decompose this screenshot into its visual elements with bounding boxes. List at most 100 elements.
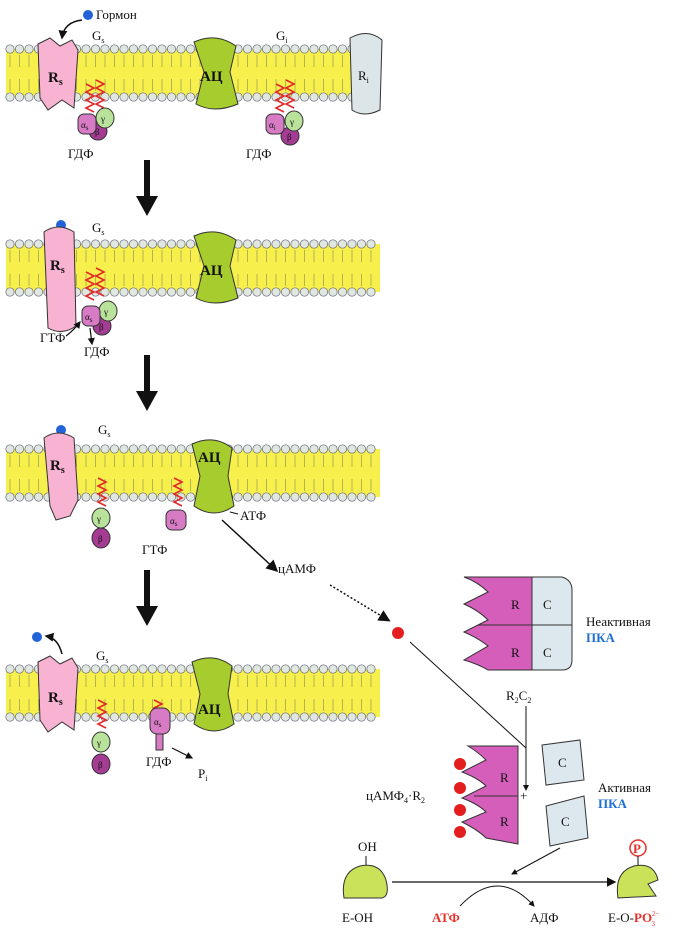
receptor-rs [43,226,77,332]
gs-lipid-anchor-1 [96,477,108,507]
alpha-lipid-anchor [172,477,184,507]
bound-camp [454,782,466,794]
gs-label: Gs [92,28,105,45]
alpha-s-subunit [165,509,187,531]
pka-r-label-1: R [511,597,520,612]
inactive-pka-label: ПКА [586,630,616,645]
e-oh-label: E-OH [342,910,373,925]
pka-section: R R C C Неактивная ПКА R2C2 R R цАМФ4·R2… [342,576,660,928]
gamma-subunit [95,107,115,129]
receptor-ri-label: Ri [358,68,370,85]
gs-lipid-anchor-1 [96,699,108,729]
beta-label: β [99,322,104,332]
alpha-s-subunit [81,305,101,327]
gamma-subunit [98,300,118,322]
r2c2-label: R2C2 [506,688,531,705]
free-catalytic-subunit-1 [541,739,585,786]
hormone-release-arrow [44,632,63,655]
receptor-rs-label: Rs [50,258,65,276]
gamma-subunit [91,731,111,753]
gs-lipid-anchor-2 [94,267,106,297]
panel-4-termination: Rs Gs γ β αs ГДФ Pi АЦ [32,632,235,783]
free-catalytic-subunit-2 [545,795,589,847]
pka-regulatory-subunits [462,576,533,671]
receptor-rs-label: Rs [48,690,63,708]
bound-camp [454,758,466,770]
gi-lipid-anchor-1 [274,83,286,113]
gtp-label: ГТФ [142,542,167,557]
alpha-i-subunit [265,113,285,135]
pka-c-label-1: C [543,597,552,612]
gs-lipid-anchor-1 [84,271,96,301]
gs-lipid-anchor-1 [84,83,96,113]
hormone-icon [83,10,93,20]
alpha-s-label: αs [170,516,178,528]
gamma-label: γ [289,117,294,127]
ac-label: АЦ [200,69,223,85]
adenylate-cyclase [191,439,235,514]
receptor-ri [349,33,383,115]
camp-molecule [392,627,404,639]
gdp-label: ГДФ [146,754,172,769]
pi-release-arrow [171,747,194,759]
gi-label: Gi [276,28,288,45]
gdp-label: ГДФ [246,146,272,161]
camp-diffusion-arrow [329,584,391,622]
atp-adp-arc [459,885,535,907]
camp-production-arrow [221,519,279,573]
step-arrows [136,160,158,626]
alpha-s-label: αs [154,717,162,729]
active-pka-label: ПКА [598,796,628,811]
pka-catalytic-subunits [531,576,573,671]
ac-label: АЦ [200,263,223,279]
gamma-subunit [284,110,304,132]
r2-r-label-1: R [500,770,509,785]
active-label: Активная [598,780,651,795]
adenylate-cyclase [193,37,239,110]
free-c-label-2: C [561,814,570,829]
receptor-rs-label: Rs [50,458,65,476]
gamma-label: γ [100,114,105,124]
gs-label: Gs [98,422,111,439]
hormone-binding-arrow [58,19,83,40]
adenylate-cyclase [191,657,235,732]
gtp-in-arrow [65,321,81,337]
free-c-label-1: C [558,755,567,770]
panel-2-hormone-bound: Rs Gs β γ αs ГТФ ГДФ АЦ [40,220,239,359]
gs-label: Gs [96,648,109,665]
phosphate-badge-label: P [633,841,641,856]
gi-lipid-anchor-2 [284,79,296,109]
hormone-icon [32,632,42,642]
atp-membrane-label: АТФ [240,508,266,523]
oh-label: OH [358,839,377,854]
phosphorylated-protein [616,864,659,899]
alpha-s-label: αs [85,312,93,324]
beta-subunit [91,527,111,549]
catalysis-arrow [511,847,561,875]
gamma-subunit [91,507,111,529]
receptor-rs-label: Rs [48,70,63,88]
adenylate-cyclase [193,231,239,304]
adp-label: АДФ [530,910,559,925]
camp-to-pka-line [409,641,527,749]
gdp-label: ГДФ [84,344,110,359]
gs-lipid-anchor-2 [94,79,106,109]
inactive-label: Неактивная [586,614,651,629]
atp-label: АТФ [432,910,460,925]
beta-label: β [287,132,292,142]
gamma-label: γ [96,514,101,524]
camp-label: цАМФ [278,561,316,576]
gtp-label: ГТФ [40,330,65,345]
gdp-out-arrow [87,327,95,346]
plus-sign: + [520,788,527,803]
alpha-i-label: αi [269,120,276,132]
alpha-s-subunit [77,113,97,135]
gs-label: Gs [92,220,105,237]
receptor-rs [43,432,79,521]
bound-camp [454,804,466,816]
ac-label: АЦ [198,450,221,466]
panel-1-resting: Гормон Rs Gs β γ αs ГДФ АЦ Gi β γ αi ГДФ… [37,7,383,161]
hormone-label: Гормон [96,7,137,22]
pi-label: Pi [198,766,208,783]
